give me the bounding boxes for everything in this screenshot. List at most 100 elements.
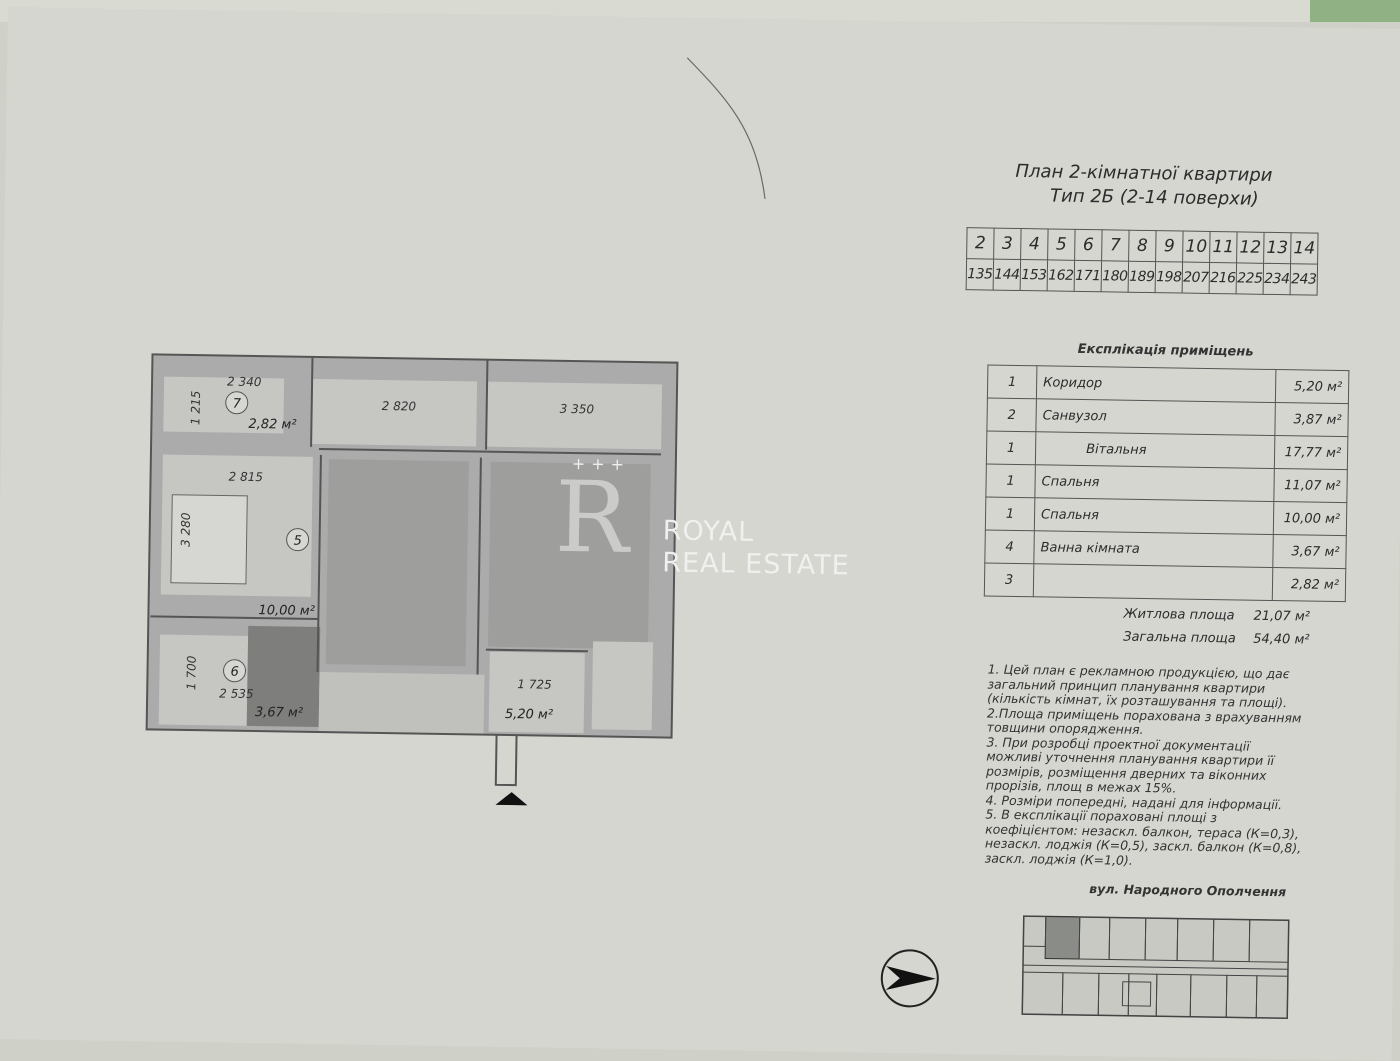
room-number: 1 [987, 365, 1037, 399]
area-label: 3,67 м² [255, 705, 303, 721]
floor-cell: 5 [1047, 228, 1076, 261]
dim-label: 3 280 [178, 512, 193, 547]
floor-value-cell: 162 [1047, 259, 1075, 292]
floor-value-cell: 198 [1155, 261, 1183, 294]
room-name [1033, 563, 1273, 601]
floor-values-row: 135 144 153 162 171 180 189 198 207 216 … [966, 258, 1318, 296]
floor-cell: 11 [1209, 231, 1238, 263]
room-area: 5,20 м² [1275, 369, 1349, 404]
background-foliage [1310, 0, 1400, 22]
area-label: 5,20 м² [505, 707, 553, 723]
floor-value-cell: 234 [1263, 263, 1291, 295]
room-name: Спальня [1034, 464, 1275, 502]
area-label: 2,82 м² [248, 417, 296, 433]
dim-label: 2 340 [227, 375, 262, 390]
dim-label: 3 350 [560, 402, 595, 417]
floor-cell: 9 [1155, 230, 1184, 263]
floor-value-cell: 153 [1020, 259, 1048, 291]
floor-cell: 14 [1290, 232, 1319, 265]
note-item: 3. При розробці проектної документації м… [985, 734, 1275, 796]
floor-cell: 13 [1263, 232, 1292, 264]
dim-label: 2 815 [228, 470, 263, 485]
room-area: 3,67 м² [1272, 534, 1347, 569]
room-number-label: 7 [233, 397, 242, 412]
floor-cell: 6 [1074, 229, 1103, 261]
room-number: 3 [984, 562, 1034, 597]
entrance-arrow-icon [495, 792, 528, 806]
room-name: Коридор [1036, 365, 1276, 403]
floor-value-cell: 225 [1236, 262, 1264, 295]
watermark-line1: ROYAL [662, 515, 755, 548]
plan-subtitle: Тип 2Б (2-14 поверхи) [1049, 185, 1259, 210]
floor-value-cell: 144 [993, 259, 1021, 291]
plan-title: План 2-кімнатної квартири [1015, 160, 1273, 186]
room-wc [591, 641, 654, 731]
floor-value-cell: 243 [1290, 263, 1318, 296]
floors-table: 2 3 4 5 6 7 8 9 10 11 12 13 14 135 144 1… [966, 227, 1319, 296]
room-number: 2 [986, 397, 1037, 432]
room-bedroom-2 [487, 461, 651, 650]
building-key-plan [1021, 915, 1290, 1020]
watermark-letter: R [554, 460, 630, 576]
compass-icon [880, 949, 939, 1008]
pencil-mark [686, 57, 766, 200]
apartment-floor-plan: 2 340 1 215 2 820 3 350 2 815 3 280 1 70… [145, 353, 679, 806]
room-storage [163, 376, 285, 434]
floor-cell: 2 [966, 227, 995, 260]
room-area: 2,82 м² [1272, 567, 1346, 602]
room-kitchen [311, 378, 478, 447]
room-corridor-b [488, 651, 585, 734]
note-item: 5. В експлікації пораховані площі з коеф… [984, 806, 1302, 868]
explication-title: Експлікація приміщень [1077, 341, 1254, 360]
explication-row: 3 2,82 м² [984, 562, 1346, 602]
floor-cell: 4 [1020, 228, 1049, 260]
floor-value-cell: 180 [1101, 260, 1129, 293]
dim-label: 2 535 [219, 686, 254, 701]
room-name: Ванна кімната [1033, 530, 1274, 568]
bed [170, 494, 248, 585]
floor-cell: 7 [1101, 229, 1130, 262]
room-number: 4 [984, 529, 1035, 564]
total-area-label: Загальна площа [1123, 629, 1236, 647]
floor-value-cell: 216 [1209, 262, 1237, 294]
room-name: Вітальня [1035, 431, 1275, 469]
floor-cell: 8 [1128, 230, 1157, 262]
floor-cell: 10 [1182, 231, 1211, 263]
floor-value-cell: 207 [1182, 262, 1210, 294]
room-corridor-a [318, 672, 485, 735]
room-area: 11,07 м² [1273, 468, 1348, 503]
dim-label: 1 215 [188, 391, 203, 426]
room-bathroom [158, 634, 251, 726]
room-number: 1 [986, 430, 1036, 465]
room-living [325, 459, 469, 667]
dim-label: 1 700 [184, 655, 199, 690]
notes-block: 1. Цей план є рекламною продукцією, що д… [984, 661, 1308, 871]
room-number-label: 6 [230, 665, 239, 680]
living-area-value: 21,07 м² [1253, 608, 1311, 625]
note-item: 1. Цей план є рекламною продукцією, що д… [987, 661, 1290, 711]
room-area: 17,77 м² [1274, 435, 1348, 470]
tile-zone [246, 625, 321, 728]
area-label: 10,00 м² [258, 603, 315, 619]
floor-value-cell: 135 [966, 258, 994, 291]
room-balcony [486, 381, 663, 450]
street-name: вул. Народного Ополчення [1089, 881, 1287, 900]
floor-plan-sheet: План 2-кімнатної квартири Тип 2Б (2-14 п… [0, 7, 1400, 1061]
dim-label: 1 725 [517, 677, 552, 692]
room-area: 3,87 м² [1274, 402, 1349, 437]
living-area-label: Житлова площа [1123, 606, 1235, 624]
dim-label: 2 820 [382, 399, 417, 414]
room-number: 1 [985, 463, 1036, 498]
total-area-value: 54,40 м² [1253, 631, 1310, 648]
floor-value-cell: 189 [1128, 261, 1156, 293]
watermark-logo: +++ R ROYAL REAL ESTATE [554, 454, 856, 609]
watermark-line2: REAL ESTATE [662, 547, 850, 582]
room-number: 1 [985, 496, 1035, 531]
room-area: 10,00 м² [1273, 501, 1347, 536]
floor-cell: 12 [1236, 231, 1265, 264]
room-name: Спальня [1034, 497, 1274, 535]
room-number-label: 5 [293, 534, 302, 549]
floor-cell: 3 [993, 228, 1022, 260]
room-name: Санвузол [1035, 398, 1276, 436]
